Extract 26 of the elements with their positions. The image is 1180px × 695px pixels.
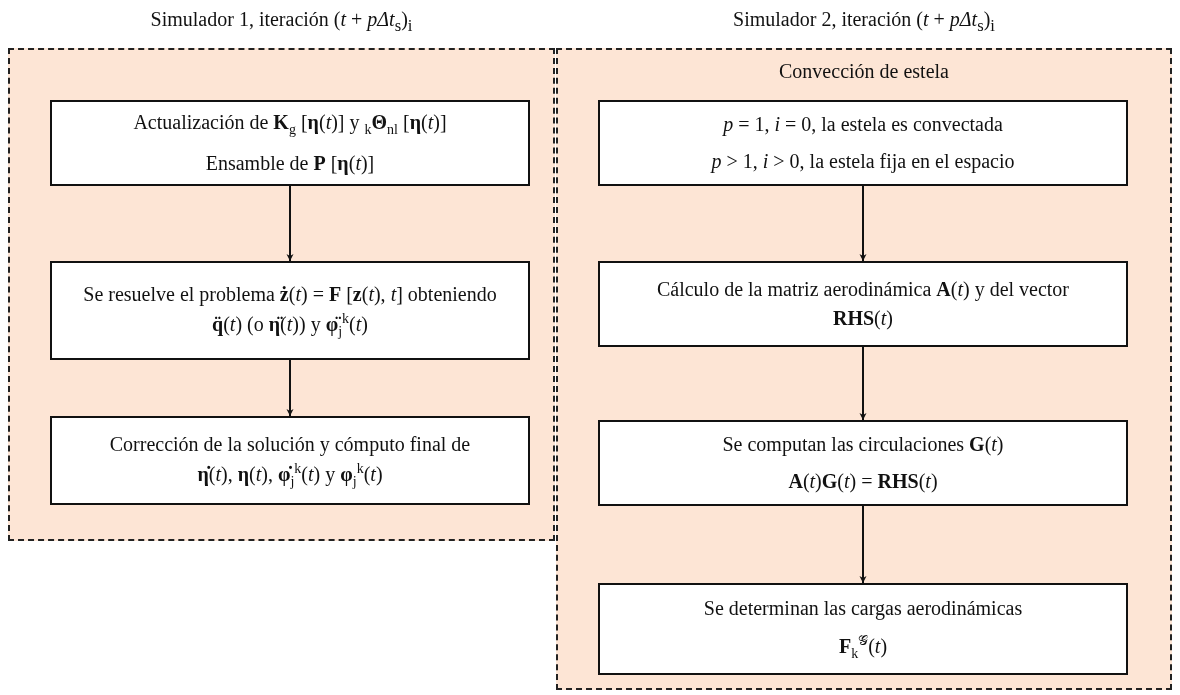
process-box (598, 100, 1128, 186)
box-text: Se computan las circulaciones G(t) (722, 432, 1004, 458)
process-box (598, 420, 1128, 506)
arrow (286, 359, 294, 417)
process-box (50, 100, 530, 186)
box-text: Ensamble de P [η(t)] (205, 150, 375, 177)
box-text: Cálculo de la matriz aerodinámica A(t) y del vector RHS(t) (655, 277, 1071, 332)
box-text: Corrección de la solución y cómputo final de η̇(t), η(t), φ̇$_{j}$$^{k}$(t) y φ$_{j}$$^{k}$(t) (108, 431, 472, 491)
panel-title: Simulador 2, iteración (t + pΔt$_{s}$)$_{i}$ (732, 8, 996, 36)
panel-heading: Convección de estela (778, 60, 950, 83)
process-box (50, 416, 530, 505)
arrow (859, 346, 867, 421)
box-text: p > 1, i > 0, la estela fija en el espacio (711, 149, 1015, 175)
process-box (50, 261, 530, 360)
box-text: A(t)G(t) = RHS(t) (788, 469, 938, 495)
arrow (859, 505, 867, 584)
box-text: F$_{k}$$^{𝒢}$(t) (838, 632, 888, 663)
box-text: Se determinan las cargas aerodinámicas (703, 596, 1023, 622)
process-box (598, 261, 1128, 347)
panel-title: Simulador 1, iteración (t + pΔt$_{s}$)$_{i}$ (149, 8, 414, 36)
arrow (859, 185, 867, 262)
arrow (286, 185, 294, 262)
box-text: Actualización de K$_{g}$ [η(t)] y $_{k}$Θ$_{nl}$ [η(t)] (133, 110, 447, 140)
box-text: p = 1, i = 0, la estela es convectada (723, 112, 1003, 138)
box-text: Se resuelve el problema ż(t) = F [z(t), t] obteniendo q̈(t) (o η̈(t)) y φ̈$_{j}$$^{k}$(t) (82, 281, 498, 341)
process-box (598, 583, 1128, 675)
